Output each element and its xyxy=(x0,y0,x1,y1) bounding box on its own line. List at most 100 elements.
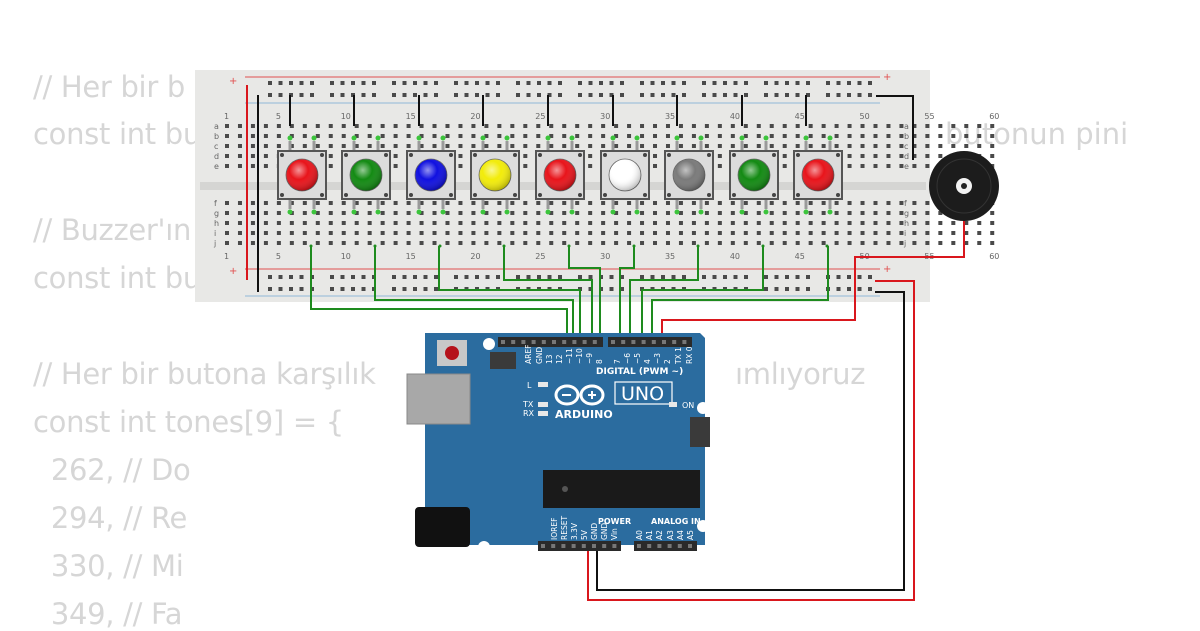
breadboard-hole xyxy=(341,124,346,128)
breadboard-hole xyxy=(302,221,307,225)
header-pin[interactable] xyxy=(612,544,617,548)
header-pin[interactable] xyxy=(641,340,646,344)
column-number-top: 10 xyxy=(341,112,351,121)
header-pin[interactable] xyxy=(688,544,692,548)
header-pin[interactable] xyxy=(651,340,656,344)
breadboard-hole xyxy=(899,221,904,225)
breadboard-hole xyxy=(497,241,502,245)
wire-button-2 xyxy=(374,246,574,345)
breadboard-hole xyxy=(665,231,670,235)
power-pin-label: GND xyxy=(600,523,609,540)
header-pin[interactable] xyxy=(571,544,576,548)
header-pin[interactable] xyxy=(501,340,505,344)
header-pin[interactable] xyxy=(657,544,662,548)
breadboard-hole xyxy=(510,241,515,245)
header-pin[interactable] xyxy=(541,340,546,344)
header-pin[interactable] xyxy=(682,340,687,344)
wire-button-5 xyxy=(568,246,601,345)
header-pin[interactable] xyxy=(531,340,536,344)
push-button-3[interactable] xyxy=(406,135,456,248)
button-corner xyxy=(449,193,453,197)
arduino-uno[interactable]: DIGITAL (PWM ~) UNO ARDUINO ON L TX RX P… xyxy=(406,333,710,553)
header-pin[interactable] xyxy=(561,544,566,548)
push-button-2[interactable] xyxy=(341,135,391,248)
header-pin[interactable] xyxy=(611,340,615,344)
push-buttons[interactable] xyxy=(277,135,843,248)
push-button-6[interactable] xyxy=(600,135,650,248)
rail-hole xyxy=(744,81,748,85)
breadboard-hole xyxy=(886,221,891,225)
header-pin[interactable] xyxy=(592,340,597,344)
breadboard-hole xyxy=(653,154,658,158)
header-pin[interactable] xyxy=(551,544,556,548)
header-pin[interactable] xyxy=(662,340,666,344)
breadboard-hole xyxy=(225,164,229,168)
breadboard-hole xyxy=(821,124,826,128)
pin-dot xyxy=(674,209,680,215)
push-button-8[interactable] xyxy=(729,135,779,248)
push-button-4[interactable] xyxy=(470,135,520,248)
breadboard-hole xyxy=(653,134,658,138)
breadboard-hole xyxy=(886,154,891,158)
header-pin[interactable] xyxy=(572,340,577,344)
rail-hole xyxy=(526,275,531,279)
push-button-9[interactable] xyxy=(793,135,843,248)
rail-hole xyxy=(620,287,624,291)
piezo-buzzer[interactable] xyxy=(929,151,999,221)
header-pin[interactable] xyxy=(562,340,567,344)
push-button-7[interactable] xyxy=(664,135,714,248)
row-letter: d xyxy=(214,152,219,161)
breadboard-hole xyxy=(834,134,839,138)
rail-hole xyxy=(599,81,603,85)
breadboard-hole xyxy=(834,221,839,225)
reset-button[interactable] xyxy=(445,346,459,360)
header-pin[interactable] xyxy=(621,340,626,344)
button-corner xyxy=(409,153,413,157)
header-pin[interactable] xyxy=(677,544,682,548)
header-pin[interactable] xyxy=(552,340,556,344)
header-pin[interactable] xyxy=(667,544,672,548)
rail-hole xyxy=(578,275,582,279)
column-number-top: 55 xyxy=(924,112,934,121)
breadboard-hole xyxy=(977,124,982,128)
rail-hole xyxy=(661,93,665,97)
header-pin[interactable] xyxy=(511,340,516,344)
breadboard-hole xyxy=(886,164,891,168)
breadboard-hole xyxy=(315,231,320,235)
breadboard-hole xyxy=(756,201,761,205)
breadboard-hole xyxy=(328,201,333,205)
breadboard-hole xyxy=(523,134,528,138)
rail-hole xyxy=(640,275,644,279)
wire-buzzer-signal xyxy=(661,215,965,345)
push-button-5[interactable] xyxy=(535,135,585,248)
header-pin[interactable] xyxy=(541,544,545,548)
breadboard-hole xyxy=(419,201,424,205)
breadboard-hole xyxy=(250,211,255,215)
header-pin[interactable] xyxy=(672,340,677,344)
push-button-1[interactable] xyxy=(277,135,327,248)
breadboard-hole xyxy=(225,221,229,225)
header-pin[interactable] xyxy=(592,544,596,548)
code-line-8: const int tones[9] = { xyxy=(33,405,344,439)
breadboard-hole xyxy=(406,134,411,138)
header-pin[interactable] xyxy=(647,544,652,548)
column-number-top: 5 xyxy=(276,112,281,121)
breadboard-hole xyxy=(990,124,995,128)
pin-dot xyxy=(698,209,704,215)
rail-hole xyxy=(620,81,624,85)
header-pin[interactable] xyxy=(581,544,586,548)
breadboard-hole xyxy=(471,241,476,245)
header-pin[interactable] xyxy=(631,340,636,344)
header-pin[interactable] xyxy=(521,340,526,344)
breadboard-hole xyxy=(782,164,787,168)
breadboard-hole xyxy=(549,211,554,215)
header-pin[interactable] xyxy=(602,544,607,548)
breadboard-hole xyxy=(562,124,567,128)
column-number-bottom: 5 xyxy=(276,252,281,261)
header-pin[interactable] xyxy=(637,544,641,548)
digital-header[interactable] xyxy=(498,337,692,347)
breadboard-hole xyxy=(808,144,813,148)
power-analog-header[interactable] xyxy=(538,541,697,551)
header-pin[interactable] xyxy=(582,340,587,344)
